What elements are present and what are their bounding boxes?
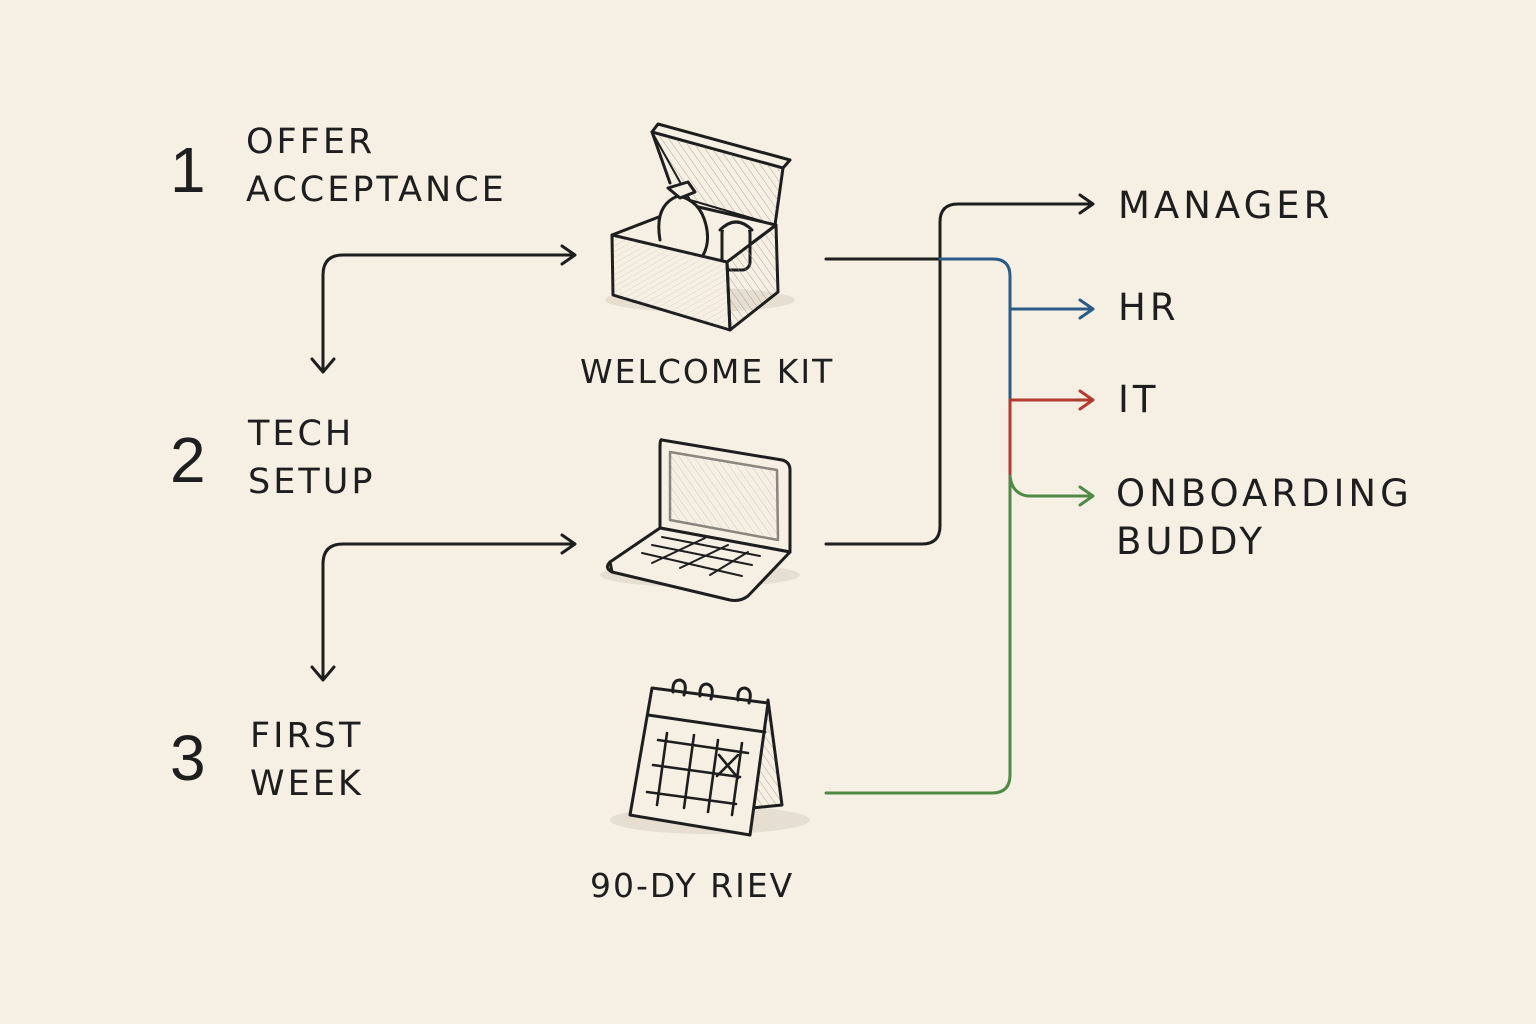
connector-it [1008,389,1095,482]
step-label-line: FIRST [250,716,364,756]
step-number-1: 1 [170,134,206,206]
connector-step2-to-laptop [310,533,577,682]
step-label-line: TECH [248,414,355,454]
step-number-2: 2 [170,424,206,496]
step-label-offer-acceptance: OFFER ACCEPTANCE [246,118,507,214]
review-label: 90-DY RIEV [590,866,795,905]
connector-review-to-buddy [824,474,1095,795]
connector-hr [1008,298,1095,320]
target-manager: MANAGER [1118,184,1334,227]
target-hr: HR [1118,286,1180,329]
connector-kit-to-trunk [824,257,1012,404]
step-label-tech-setup: TECH SETUP [248,410,375,506]
gift-box-icon [605,122,795,332]
target-label-line: ONBOARDING [1116,472,1413,515]
step-label-line: OFFER [246,122,376,162]
calendar-icon [610,678,810,837]
connector-laptop-to-manager [824,193,1095,546]
target-onboarding-buddy: ONBOARDING BUDDY [1116,470,1413,566]
step-label-line: WEEK [250,764,364,804]
target-it: IT [1118,378,1160,421]
welcome-kit-label: WELCOME KIT [580,352,835,391]
laptop-icon [600,438,800,602]
connector-step1-to-kit [310,244,577,374]
step-number-3: 3 [170,722,206,794]
step-label-line: ACCEPTANCE [246,170,507,210]
step-label-first-week: FIRST WEEK [250,712,364,808]
step-label-line: SETUP [248,462,376,502]
target-label-line: BUDDY [1116,520,1267,563]
